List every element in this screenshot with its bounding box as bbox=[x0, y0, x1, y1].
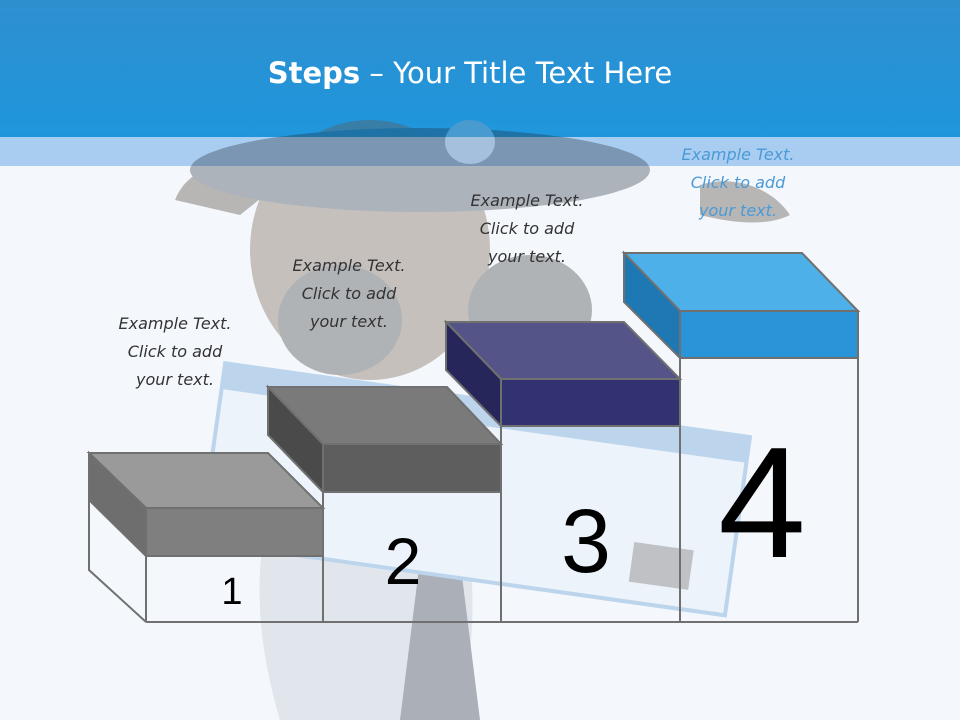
step-2-text[interactable]: Example Text. Click to add your text. bbox=[254, 252, 444, 336]
step-2-block[interactable] bbox=[265, 384, 504, 495]
step-4-text-line: Example Text. bbox=[681, 145, 795, 164]
step-1-text-line: Click to add bbox=[127, 342, 223, 361]
step-3-text-line: your text. bbox=[487, 247, 566, 266]
step-4-number: 4 bbox=[718, 415, 806, 591]
step-4-text-line: Click to add bbox=[690, 173, 786, 192]
step-3-text-line: Example Text. bbox=[470, 191, 584, 210]
step-3-number: 3 bbox=[561, 492, 611, 592]
step-3-block[interactable] bbox=[443, 319, 683, 429]
title-rest: – Your Title Text Here bbox=[360, 56, 673, 90]
title-bar-strip bbox=[0, 137, 960, 166]
step-1-block[interactable] bbox=[86, 450, 326, 559]
step-2-text-line: Click to add bbox=[301, 284, 397, 303]
step-1-text-line: your text. bbox=[135, 370, 214, 389]
step-3-text-line: Click to add bbox=[479, 219, 575, 238]
step-3-text[interactable]: Example Text. Click to add your text. bbox=[432, 187, 622, 271]
step-4-text[interactable]: Example Text. Click to add your text. bbox=[643, 141, 833, 225]
slide-title[interactable]: Steps – Your Title Text Here bbox=[0, 56, 940, 90]
title-bar bbox=[0, 0, 960, 137]
step-1-number: 1 bbox=[221, 571, 242, 613]
title-bold: Steps bbox=[267, 56, 361, 90]
step-2-number: 2 bbox=[385, 524, 422, 598]
step-1-text[interactable]: Example Text. Click to add your text. bbox=[80, 310, 270, 394]
step-4-text-line: your text. bbox=[698, 201, 777, 220]
step-2-text-line: your text. bbox=[309, 312, 388, 331]
step-1-text-line: Example Text. bbox=[118, 314, 232, 333]
step-2-text-line: Example Text. bbox=[292, 256, 406, 275]
step-4-block[interactable] bbox=[621, 250, 861, 361]
